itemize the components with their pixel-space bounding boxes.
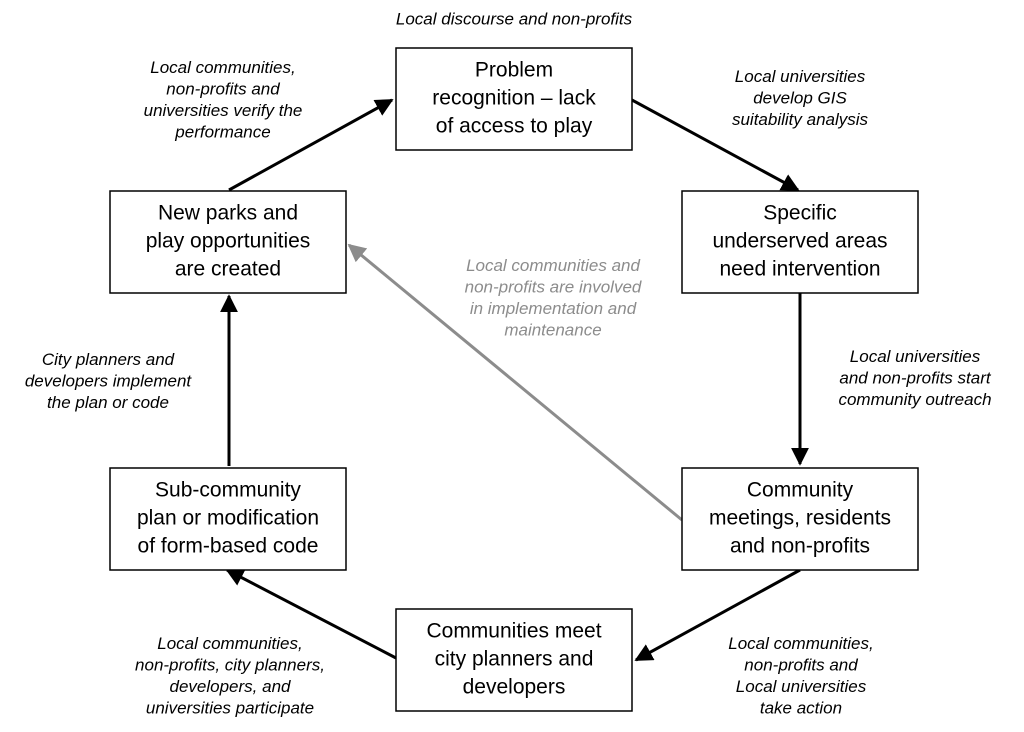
node-new-parks-text-line-1: New parks and — [158, 202, 298, 225]
node-underserved-areas-text-line-3: need intervention — [719, 258, 880, 281]
arrow-planners-to-subplan — [225, 568, 397, 660]
edge-label-community-outreach-line-2: and non-profits start — [839, 368, 991, 387]
node-problem-recognition-text-line-1: Problem — [475, 59, 553, 82]
node-communities-meet-planners: Communities meet city planners and develop… — [395, 608, 633, 712]
edge-label-involved-maintenance: Local communities and non-profits are inv… — [465, 256, 642, 340]
node-problem-recognition: Problem recognition – lack of access to pl… — [395, 47, 633, 151]
edge-label-implement-plan-line-1: City planners and — [42, 350, 175, 369]
node-communities-meet-planners-text-line-1: Communities meet — [426, 620, 601, 643]
edge-label-participate-line-1: Local communities, — [157, 634, 303, 653]
edge-label-take-action-line-4: take action — [760, 699, 842, 718]
edge-label-participate-line-2: non-profits, city planners, — [135, 656, 325, 675]
node-underserved-areas: Specific underserved areas need interventi… — [681, 190, 919, 294]
node-sub-community-plan: Sub-community plan or modification of form… — [109, 467, 347, 571]
edge-label-involved-maintenance-line-3: in implementation and — [470, 299, 637, 318]
node-community-meetings-text-line-1: Community — [747, 479, 854, 502]
edge-label-verify-performance-line-4: performance — [174, 123, 270, 142]
edge-label-verify-performance-line-3: universities verify the — [144, 101, 303, 120]
edge-label-gis-analysis-line-1: Local universities — [735, 67, 866, 86]
node-community-meetings-text-line-3: and non-profits — [730, 535, 870, 558]
edge-label-community-outreach-line-3: community outreach — [838, 390, 991, 409]
edge-label-verify-performance-line-1: Local communities, — [150, 58, 296, 77]
edge-label-local-discourse: Local discourse and non-profits — [396, 9, 633, 28]
node-new-parks-text-line-2: play opportunities — [146, 230, 311, 253]
edge-label-participate-line-4: universities participate — [146, 699, 314, 718]
edge-label-gis-analysis-line-3: suitability analysis — [732, 110, 869, 129]
arrow-parks-to-problem — [228, 98, 394, 192]
arrow-problem-to-underserved — [631, 98, 800, 192]
edge-label-implement-plan: City planners and developers implement the… — [25, 350, 193, 412]
node-communities-meet-planners-text: Communities meet city planners and develop… — [426, 620, 601, 699]
node-new-parks-text-line-3: are created — [175, 258, 281, 281]
edge-label-implement-plan-line-3: the plan or code — [47, 393, 169, 412]
edge-label-involved-maintenance-line-2: non-profits are involved — [465, 278, 642, 297]
node-underserved-areas-text: Specific underserved areas need interventi… — [712, 202, 887, 281]
node-community-meetings-text: Community meetings, residents and non-prof… — [709, 479, 891, 558]
node-underserved-areas-text-line-2: underserved areas — [712, 230, 887, 253]
edge-label-local-discourse-line-1: Local discourse and non-profits — [396, 9, 633, 28]
node-communities-meet-planners-text-line-2: city planners and — [435, 648, 594, 671]
edge-label-gis-analysis-line-2: develop GIS — [753, 88, 847, 107]
edge-label-participate: Local communities, non-profits, city plan… — [135, 634, 325, 718]
node-problem-recognition-text: Problem recognition – lack of access to pl… — [432, 59, 596, 138]
arrow-meetings-to-planners — [634, 568, 801, 662]
edge-label-take-action-line-3: Local universities — [736, 677, 867, 696]
node-community-meetings: Community meetings, residents and non-prof… — [681, 467, 919, 571]
node-community-meetings-text-line-2: meetings, residents — [709, 507, 891, 530]
edge-label-take-action-line-1: Local communities, — [728, 634, 874, 653]
edge-label-community-outreach-line-1: Local universities — [850, 347, 981, 366]
edge-label-implement-plan-line-2: developers implement — [25, 371, 193, 390]
edge-label-involved-maintenance-line-4: maintenance — [504, 321, 601, 340]
node-underserved-areas-text-line-1: Specific — [763, 202, 837, 225]
node-new-parks-text: New parks and play opportunities are creat… — [146, 202, 311, 281]
arrow-meetings-to-parks — [347, 243, 683, 522]
edge-label-community-outreach: Local universities and non-profits start c… — [838, 347, 991, 409]
node-problem-recognition-text-line-2: recognition – lack — [432, 87, 596, 110]
edge-label-involved-maintenance-line-1: Local communities and — [466, 256, 640, 275]
node-new-parks: New parks and play opportunities are creat… — [109, 190, 347, 294]
edge-label-take-action-line-2: non-profits and — [744, 656, 858, 675]
node-sub-community-plan-text-line-2: plan or modification — [137, 507, 319, 530]
node-sub-community-plan-text-line-3: of form-based code — [138, 535, 319, 558]
node-communities-meet-planners-text-line-3: developers — [463, 676, 566, 699]
edge-label-verify-performance-line-2: non-profits and — [166, 80, 280, 99]
node-sub-community-plan-text-line-1: Sub-community — [155, 479, 301, 502]
node-sub-community-plan-text: Sub-community plan or modification of form… — [137, 479, 319, 558]
edge-label-verify-performance: Local communities, non-profits and univers… — [144, 58, 303, 142]
edge-label-participate-line-3: developers, and — [170, 677, 292, 696]
node-problem-recognition-text-line-3: of access to play — [436, 115, 593, 138]
edge-label-gis-analysis: Local universities develop GIS suitability… — [732, 67, 869, 129]
